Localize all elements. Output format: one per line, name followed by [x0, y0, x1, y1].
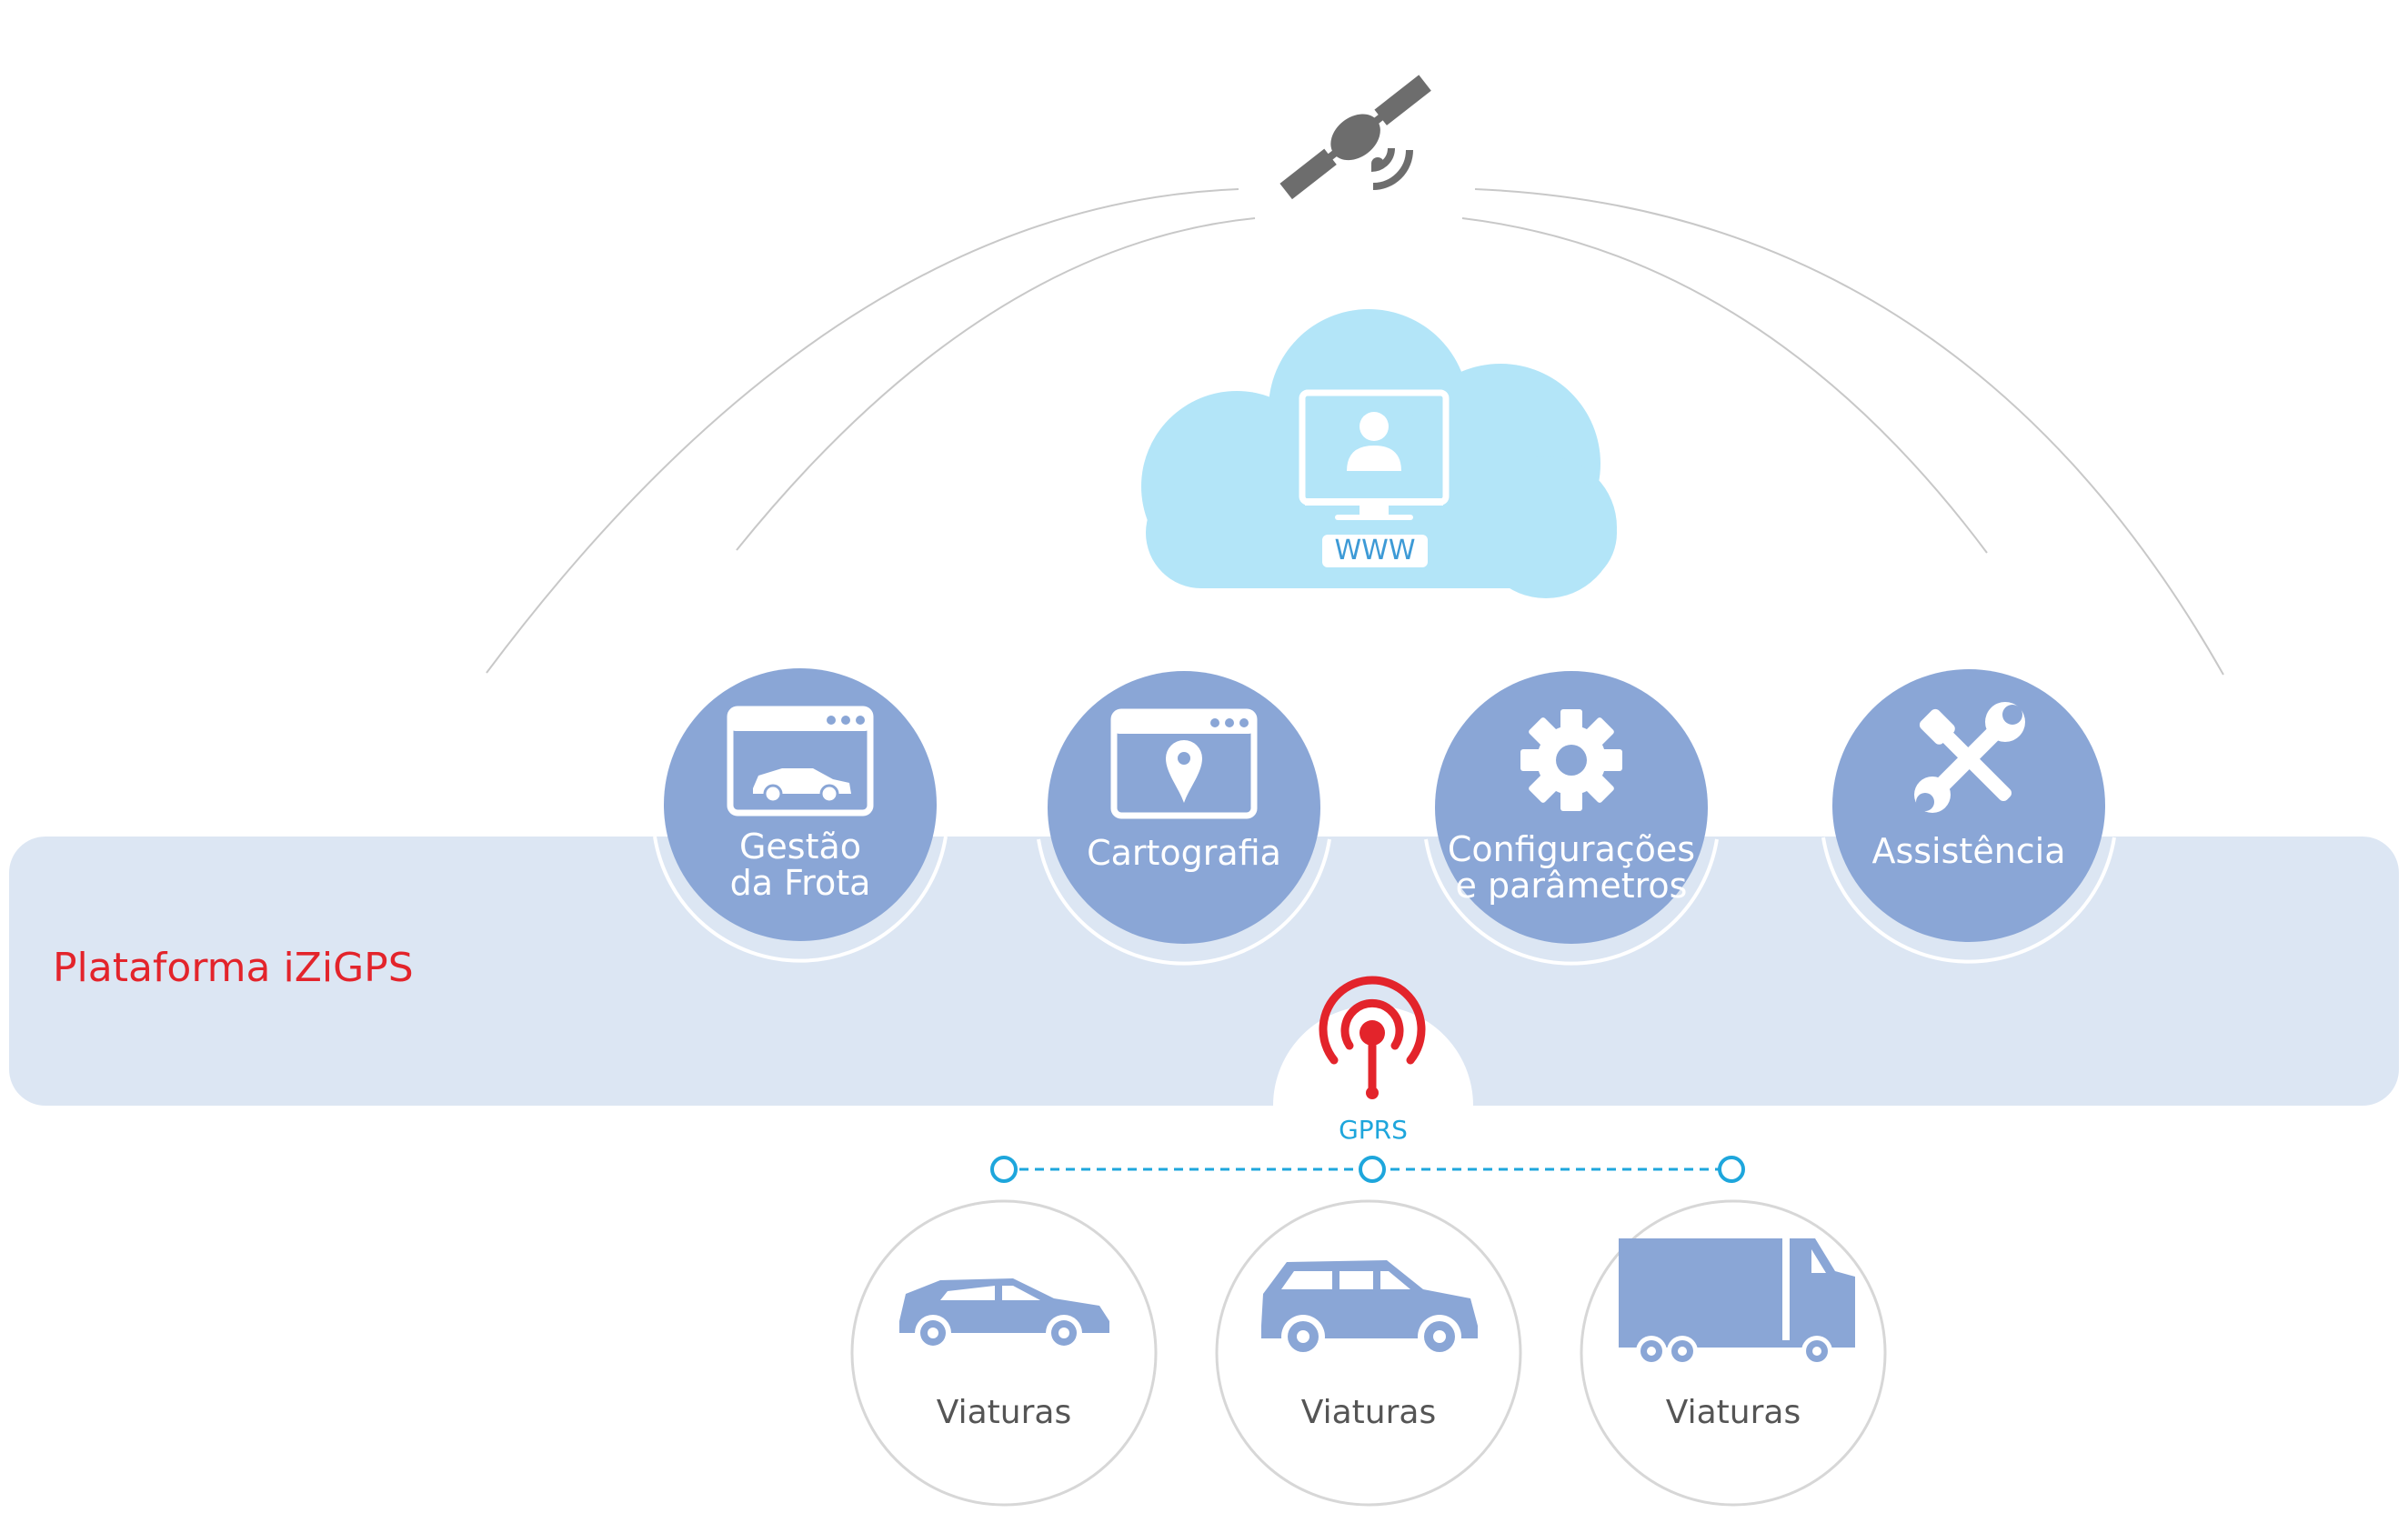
module-3[interactable] [1424, 671, 1719, 966]
module-label: Assistência [1832, 833, 2105, 869]
module-circle [1832, 669, 2105, 942]
vehicle-label: Viaturas [1665, 1394, 1801, 1431]
vehicle-label: Viaturas [1300, 1394, 1437, 1431]
network-node-left [990, 1156, 1018, 1183]
module-ring [1037, 838, 1331, 966]
module-label-line: Gestão [738, 827, 862, 867]
module-label-line: Assistência [1871, 831, 2066, 871]
module-2[interactable] [1037, 671, 1331, 966]
antenna-icon [1319, 976, 1426, 1099]
modules-group [653, 668, 2116, 966]
orbit-arc-inner-right [1461, 217, 1988, 554]
vehicle-3[interactable] [1580, 1199, 1887, 1507]
www-label: WWW [1334, 535, 1416, 566]
vehicle-label: Viaturas [936, 1394, 1072, 1431]
suv-car-icon [1261, 1260, 1478, 1358]
vehicles-group [850, 1199, 1887, 1507]
browser-map-pin-icon [1110, 708, 1258, 819]
module-label-line: e parâmetros [1455, 866, 1688, 906]
module-ring [1424, 838, 1719, 966]
module-ring [653, 836, 948, 963]
platform-label: Plataforma iZiGPS [53, 945, 414, 991]
module-ring [1821, 837, 2116, 964]
orbit-arcs [486, 188, 2224, 676]
gear-icon [1520, 709, 1622, 811]
vehicle-circle [850, 1199, 1158, 1507]
network-node-center [1359, 1156, 1386, 1183]
satellite-icon [1279, 75, 1431, 200]
www-badge [1322, 535, 1428, 567]
vehicle-circle [1215, 1199, 1522, 1507]
vehicle-1[interactable] [850, 1199, 1158, 1507]
orbit-arc-outer-left [486, 188, 1239, 674]
module-1[interactable] [653, 668, 948, 963]
orbit-arc-outer-right [1474, 188, 2224, 676]
gprs-label: GPRS [1339, 1115, 1408, 1145]
module-label-line: Configurações [1447, 829, 1696, 869]
platform-band [9, 837, 2399, 1106]
network-line [990, 1156, 1745, 1183]
module-4[interactable] [1821, 669, 2116, 964]
browser-car-icon [727, 706, 874, 817]
truck-icon [1619, 1238, 1855, 1367]
orbit-arc-inner-left [736, 217, 1256, 551]
sedan-car-icon [899, 1278, 1109, 1351]
network-node-right [1718, 1156, 1745, 1183]
module-label-line: da Frota [729, 863, 871, 903]
module-label: Cartografia [1048, 835, 1320, 871]
vehicle-2[interactable] [1215, 1199, 1522, 1507]
monitor-user-icon [1299, 389, 1450, 520]
cloud-icon [1141, 309, 1617, 598]
tools-icon [1914, 702, 2025, 813]
module-label-line: Cartografia [1087, 833, 1281, 873]
